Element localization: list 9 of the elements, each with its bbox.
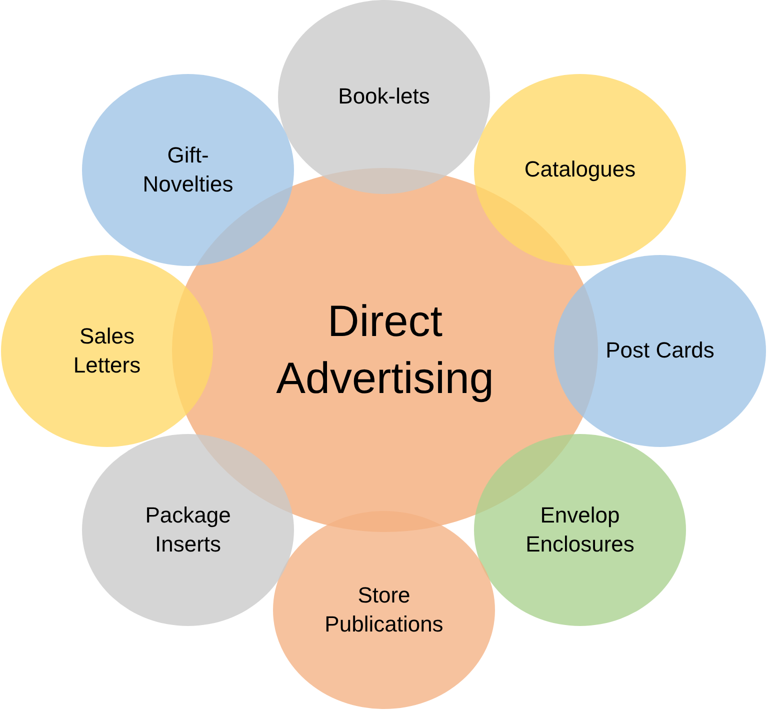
topic-label: Envelop Enclosures [524, 501, 636, 558]
topic-label: Catalogues [523, 156, 637, 184]
topic-label: Package Inserts [144, 501, 232, 558]
topic-label: Post Cards [604, 336, 716, 365]
topic-label: Store Publications [324, 581, 444, 638]
topic-label: Book-lets [337, 82, 431, 111]
topic-label: Sales Letters [72, 322, 142, 379]
central-topic-label: Direct Advertising [275, 296, 495, 405]
topic-label: Gift- Novelties [142, 141, 234, 198]
